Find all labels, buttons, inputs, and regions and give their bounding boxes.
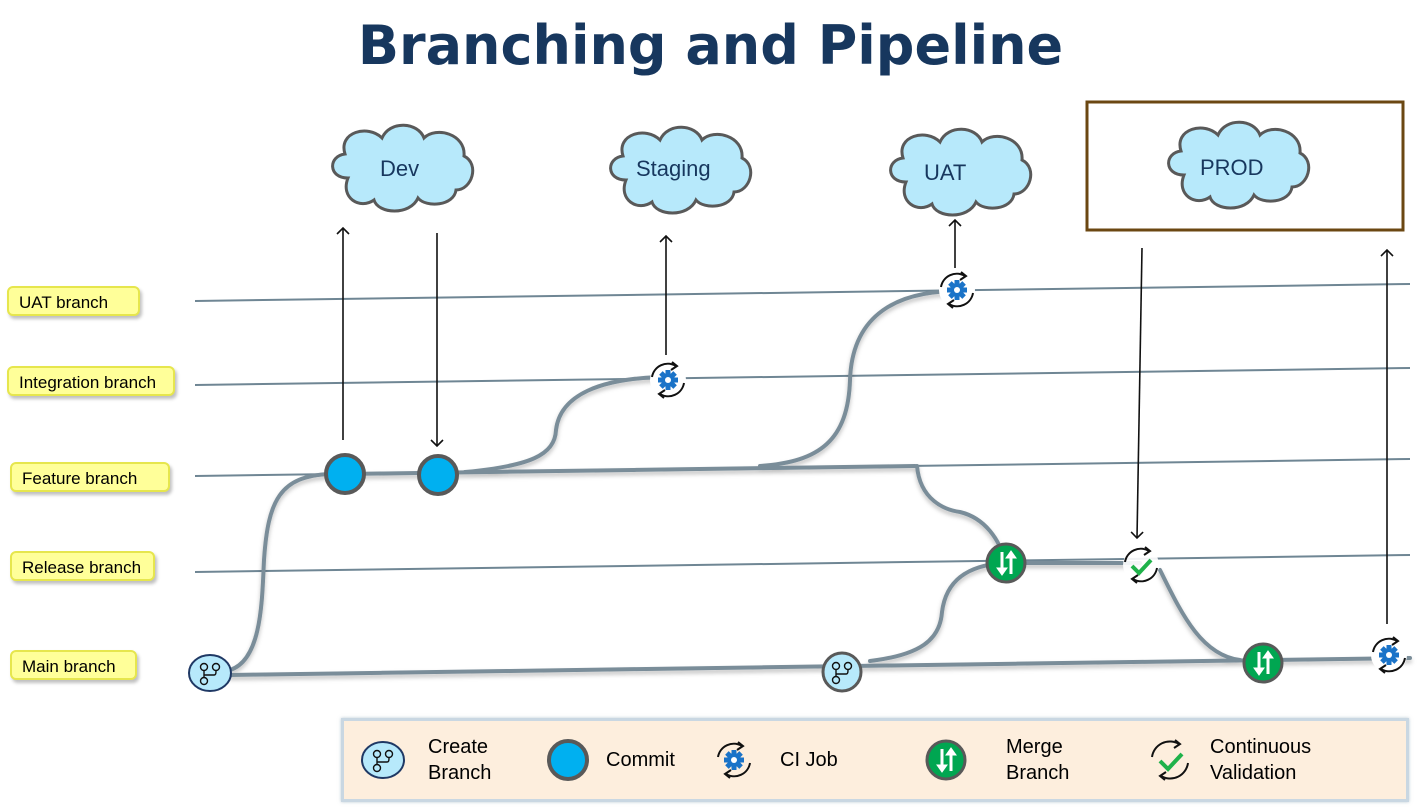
legend-label-line2: Branch xyxy=(428,762,492,784)
ci-job-node xyxy=(1371,636,1407,674)
legend-label-line1: Continuous xyxy=(1210,736,1312,758)
legend-item-create-branch: Create Branch xyxy=(358,721,491,799)
merge-branch-node xyxy=(985,542,1027,584)
legend-label-line2: Validation xyxy=(1210,762,1297,784)
branch-icon xyxy=(831,661,853,685)
legend-item-commit: Commit xyxy=(546,721,675,799)
continuous-validation-node xyxy=(1123,546,1159,584)
ci-job-icon xyxy=(717,741,751,779)
merge-arrows-icon xyxy=(1253,650,1274,676)
legend-item-ci-job: CI Job xyxy=(712,721,838,799)
legend-label-line1: Create xyxy=(428,736,489,758)
legend-label-line1: Commit xyxy=(606,749,675,771)
release-to-main-path xyxy=(1158,568,1242,662)
gear-icon xyxy=(658,370,678,390)
legend-label-line1: Merge xyxy=(1006,736,1063,758)
branch-label-integration: Integration branch xyxy=(7,366,175,396)
feature-to-integration-path xyxy=(463,375,667,474)
main-flow-path xyxy=(228,656,1412,677)
branch-to-feature-path xyxy=(228,472,332,672)
merge-branch-icon xyxy=(925,739,967,781)
flow-paths xyxy=(228,289,1412,677)
branch-label-feature: Feature branch xyxy=(10,462,170,492)
gear-icon xyxy=(1379,645,1399,665)
release-branch-line xyxy=(194,554,1411,573)
ci-job-node xyxy=(939,271,975,309)
integration-branch-line xyxy=(194,367,1411,386)
merge-arrows-icon xyxy=(996,550,1017,576)
branch-lines xyxy=(194,283,1411,573)
arrow-prod-to-validation xyxy=(1130,247,1144,540)
legend-label-line1: CI Job xyxy=(780,749,838,771)
legend-label-line2: Branch xyxy=(1006,762,1070,784)
prod-highlight-box xyxy=(1085,100,1405,232)
uat-branch-line xyxy=(194,283,1411,302)
env-cloud-dev: Dev xyxy=(331,123,475,213)
branch-icon xyxy=(199,662,221,686)
create-branch-node xyxy=(188,654,232,692)
branch-label-release: Release branch xyxy=(10,551,155,581)
feature-to-uat-path xyxy=(758,289,957,468)
env-cloud-prod: PROD xyxy=(1167,120,1311,210)
main-to-release-path xyxy=(868,561,1007,663)
env-label-prod: PROD xyxy=(1200,155,1264,180)
deploy-arrows xyxy=(336,218,1394,624)
merge-branch-node xyxy=(1242,642,1284,684)
commit-node xyxy=(417,454,459,496)
gear-icon xyxy=(947,280,967,300)
commit-icon xyxy=(547,739,589,781)
env-label-staging: Staging xyxy=(636,156,711,181)
create-branch-node xyxy=(821,651,863,693)
env-label-uat: UAT xyxy=(924,160,966,185)
env-cloud-staging: Staging xyxy=(609,125,753,215)
legend: Create Branch Commit CI Job xyxy=(341,718,1409,802)
ci-job-node xyxy=(650,361,686,399)
legend-item-continuous-validation: Continuous Validation xyxy=(1146,721,1311,799)
branch-label-main: Main branch xyxy=(10,650,137,680)
check-icon xyxy=(1130,558,1153,576)
branch-label-uat: UAT branch xyxy=(7,286,140,316)
legend-item-merge-branch: Merge Branch xyxy=(924,721,1069,799)
continuous-validation-icon xyxy=(1151,739,1189,781)
env-label-dev: Dev xyxy=(380,156,419,181)
feature-to-release-path xyxy=(915,464,1007,564)
env-cloud-uat: UAT xyxy=(889,127,1033,217)
commit-node xyxy=(324,453,366,495)
page-title: Branching and Pipeline xyxy=(357,14,1064,77)
create-branch-icon xyxy=(361,741,405,779)
